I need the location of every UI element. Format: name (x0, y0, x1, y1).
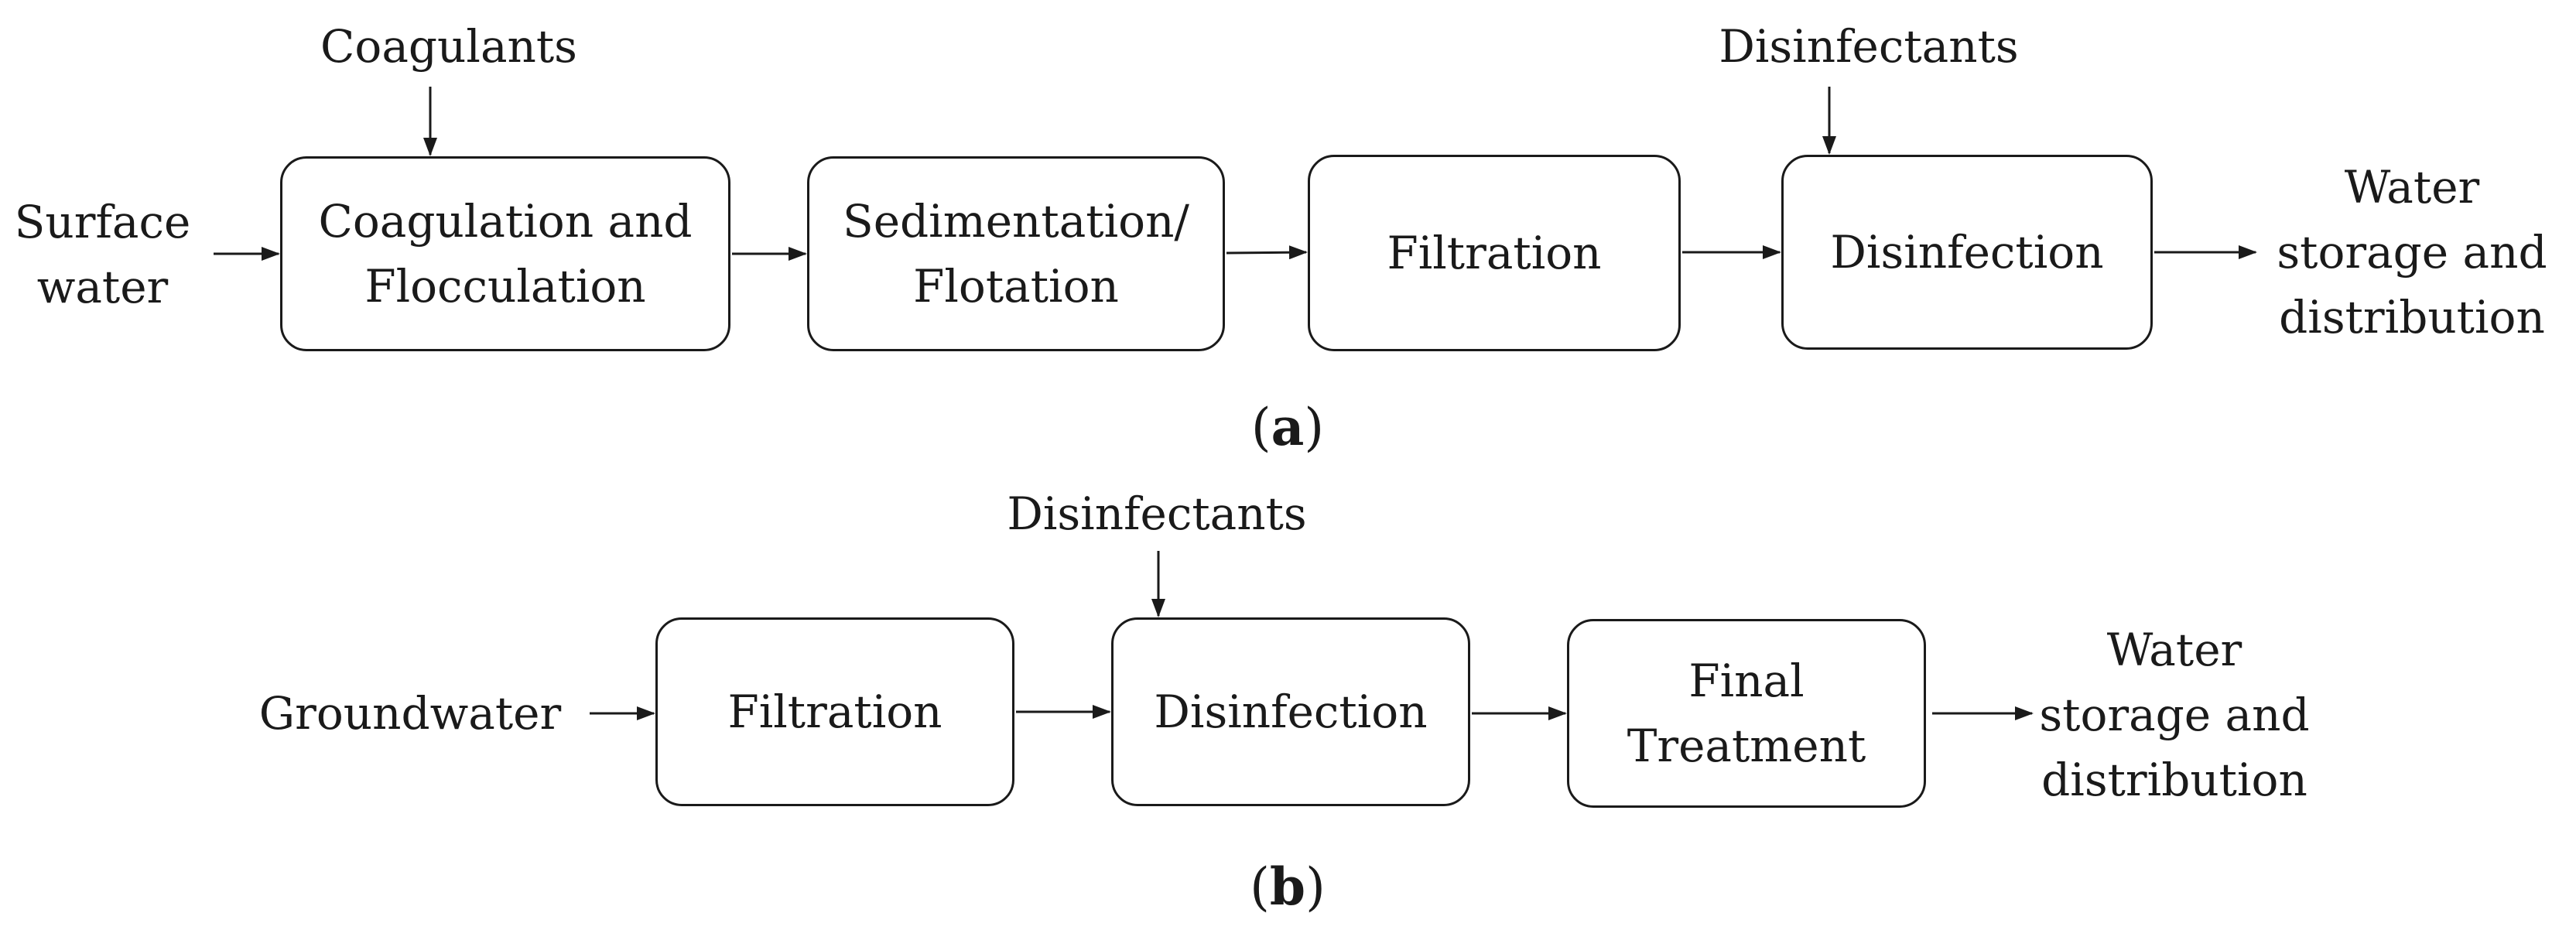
caption-open-paren: ( (1250, 857, 1270, 917)
coagulants-input-label: Coagulants (320, 20, 577, 73)
output-label-b: Water storage and distribution (2039, 624, 2310, 806)
step-label: Disinfection (1830, 226, 2104, 279)
disinfectants-input-label-b: Disinfectants (1007, 487, 1307, 540)
step-coagulation-flocculation: Coagulation and Flocculation (280, 156, 730, 351)
caption-open-paren: ( (1250, 398, 1271, 457)
step-disinfection-a: Disinfection (1781, 155, 2153, 350)
step-filtration-a: Filtration (1308, 155, 1681, 351)
caption-b: (b) (1210, 856, 1365, 918)
step-sedimentation-flotation: Sedimentation/ Flotation (807, 156, 1225, 351)
step-final-treatment: Final Treatment (1567, 619, 1926, 808)
step-label: Filtration (1387, 227, 1602, 279)
arrow-sed-to-filt (1226, 245, 1308, 260)
groundwater-input-label: Groundwater (258, 687, 562, 740)
step-label: Final Treatment (1627, 655, 1866, 772)
caption-close-paren: ) (1305, 857, 1326, 917)
disinfectants-input-label-a: Disinfectants (1719, 20, 2019, 73)
caption-a: (a) (1210, 396, 1365, 458)
step-filtration-b: Filtration (655, 617, 1014, 806)
step-disinfection-b: Disinfection (1111, 617, 1470, 806)
step-label: Disinfection (1154, 686, 1428, 738)
step-label: Sedimentation/ Flotation (843, 195, 1189, 313)
surface-water-input-label: Surface water (14, 196, 191, 313)
caption-letter-a: a (1271, 397, 1305, 457)
step-label: Filtration (727, 686, 942, 738)
step-label: Coagulation and Flocculation (318, 195, 693, 313)
caption-letter-b: b (1269, 856, 1306, 917)
caption-close-paren: ) (1304, 398, 1325, 457)
output-label-a: Water storage and distribution (2277, 161, 2547, 344)
